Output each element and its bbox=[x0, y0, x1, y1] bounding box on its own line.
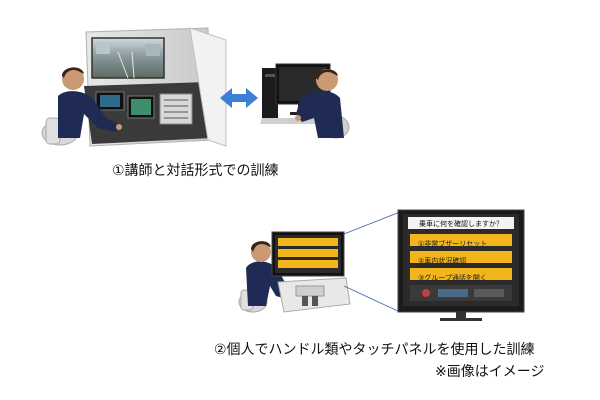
caption-individual-training: ②個人でハンドル類やタッチパネルを使用した訓練 bbox=[214, 339, 535, 359]
touch-panel-option-2[interactable]: ②車内状況確認 bbox=[418, 256, 466, 266]
touch-panel-station bbox=[272, 232, 350, 312]
touch-panel-option-1[interactable]: ①非常ブザーリセット bbox=[418, 239, 487, 249]
caption-instructor-training: ①講師と対話形式での訓練 bbox=[112, 160, 279, 180]
touch-panel-question: 乗車に何を確認しますか？ bbox=[411, 219, 511, 229]
zoom-line-top bbox=[344, 212, 400, 234]
caption-image-note: ※画像はイメージ bbox=[435, 361, 544, 381]
touch-panel-option-3[interactable]: ③グループ通話を開く bbox=[418, 273, 487, 283]
zoom-line-bottom bbox=[344, 286, 400, 312]
